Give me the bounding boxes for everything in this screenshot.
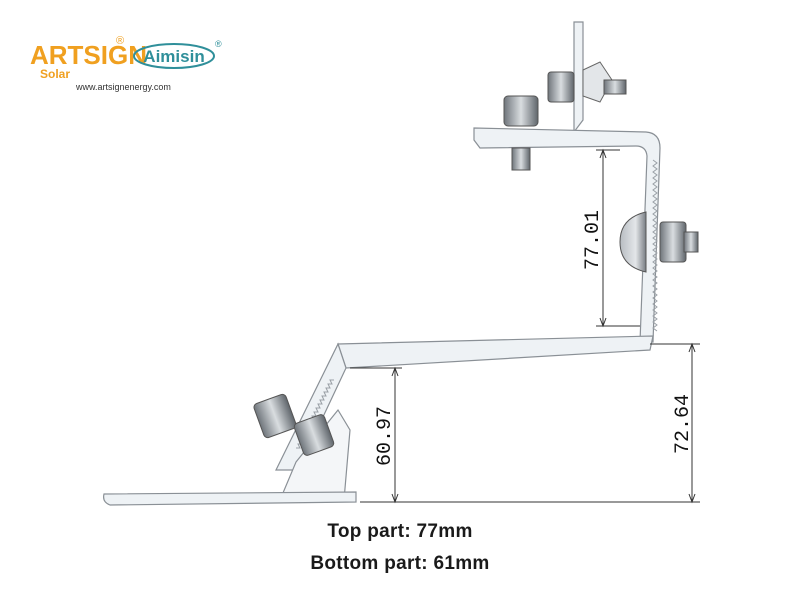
serration-top-vertical <box>652 159 658 332</box>
dim-arrow-bottom-up <box>391 366 399 377</box>
dim-arrow-top-down <box>599 317 607 328</box>
lower-nut <box>293 414 335 456</box>
side-dome-bolt <box>619 211 699 273</box>
dim-label-top: 77.01 <box>582 210 605 270</box>
side-bolt-thread <box>683 231 699 253</box>
brand-secondary-registered: ® <box>215 39 222 49</box>
top-clamp-plate <box>573 21 584 134</box>
brand-website: www.artsignenergy.com <box>75 82 171 92</box>
lower-bolt-head <box>253 393 297 439</box>
brand-primary-text: ARTSIGN <box>30 40 147 70</box>
base-foot-plate <box>103 491 357 506</box>
top-clamp-bolt <box>547 61 627 103</box>
roof-hook-bracket <box>103 21 661 506</box>
brand-secondary-ellipse <box>133 43 215 69</box>
dim-arrow-top-up <box>599 148 607 159</box>
dome-bolt-head <box>619 211 647 273</box>
dim-label-overall: 72.64 <box>672 394 695 454</box>
lower-bolt-assembly <box>253 393 335 456</box>
dim-label-bottom: 60.97 <box>374 406 397 466</box>
caption-top-part: Top part: 77mm <box>327 521 473 542</box>
arm-bolt-thread <box>511 147 531 171</box>
caption-bottom-part: Bottom part: 61mm <box>310 553 490 574</box>
arm-bolt-head <box>503 95 539 127</box>
dimension-lines <box>350 148 700 504</box>
dim-arrow-overall-up <box>688 342 696 353</box>
brand-logo: ARTSIGN ® Solar Aimisin ® www.artsignene… <box>30 35 222 92</box>
top-bolt-thread <box>603 79 627 95</box>
middle-sloped-arm <box>337 335 654 369</box>
brand-sub-text: Solar <box>40 67 70 81</box>
dim-arrow-overall-down <box>688 493 696 504</box>
brand-secondary-text: Aimisin <box>143 47 204 66</box>
top-arm-bolt <box>503 95 539 171</box>
side-nut <box>659 221 687 263</box>
brand-registered-mark: ® <box>116 35 124 47</box>
dim-arrow-bottom-down <box>391 493 399 504</box>
top-bolt-head <box>547 71 575 103</box>
